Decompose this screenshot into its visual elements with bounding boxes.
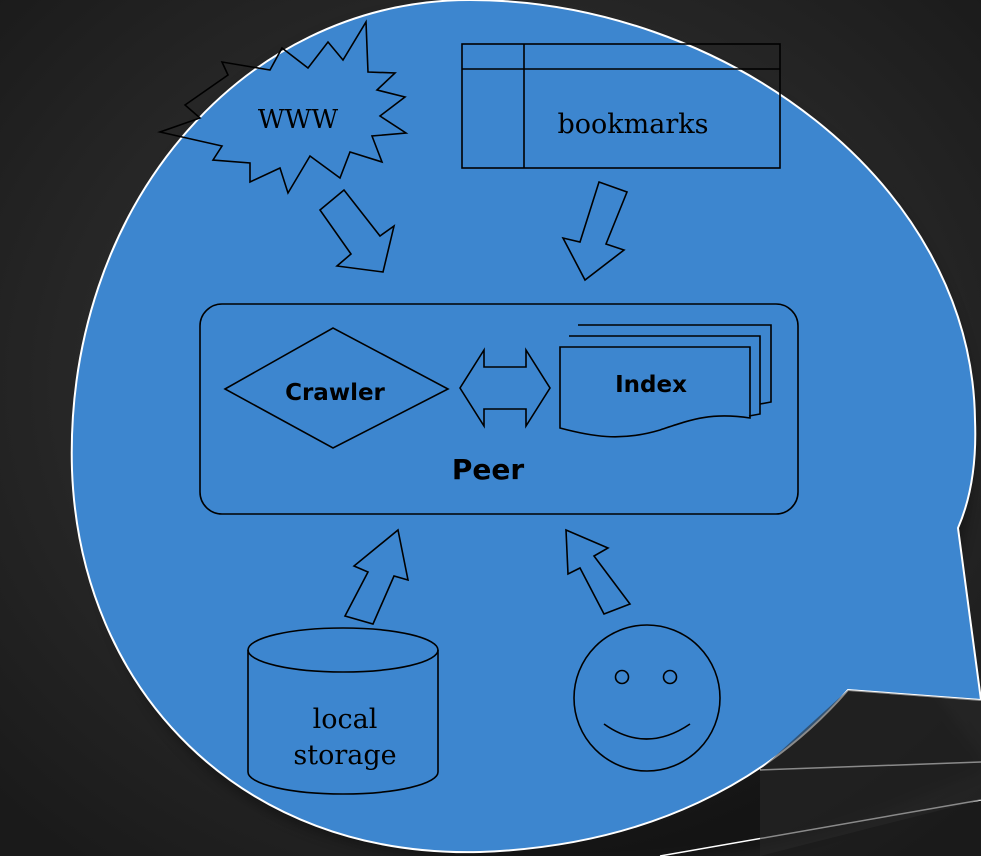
bubble-tail-fill bbox=[760, 690, 981, 856]
crawler-diamond bbox=[223, 327, 450, 449]
cylinder-body bbox=[247, 650, 439, 795]
bookmarks-table-outline bbox=[461, 43, 781, 169]
peer-label: Peer bbox=[452, 453, 525, 486]
bookmarks-node: bookmarks bbox=[461, 43, 781, 169]
index-doc-front bbox=[559, 346, 751, 438]
peer-box bbox=[199, 303, 799, 515]
arrow-storage-to-peer bbox=[343, 528, 410, 625]
smiley-mouth bbox=[603, 723, 691, 740]
local-storage-label-line2: storage bbox=[293, 740, 396, 771]
peer-node: Peer bbox=[199, 303, 799, 515]
index-doc-middle bbox=[569, 335, 761, 417]
smiley-face-icon bbox=[573, 624, 721, 772]
bookmarks-label: bookmarks bbox=[558, 109, 709, 140]
index-node: Index bbox=[559, 324, 772, 438]
cylinder-top bbox=[247, 627, 439, 673]
smiley-left-eye bbox=[614, 669, 630, 685]
www-label: WWW bbox=[258, 105, 338, 135]
user-node bbox=[573, 624, 721, 772]
crawler-node: Crawler bbox=[223, 327, 450, 449]
index-label: Index bbox=[615, 372, 687, 398]
arrow-user-to-peer bbox=[565, 528, 632, 616]
crawler-label: Crawler bbox=[285, 380, 385, 406]
arrow-crawler-index bbox=[459, 347, 551, 429]
index-doc-back bbox=[578, 324, 772, 405]
arrow-www-to-peer bbox=[318, 188, 396, 273]
smiley-right-eye bbox=[662, 669, 678, 685]
local-storage-node: local storage bbox=[247, 627, 439, 795]
www-node: WWW bbox=[157, 19, 409, 195]
arrow-bookmarks-to-peer bbox=[561, 180, 629, 282]
explosion-shape bbox=[157, 19, 409, 195]
local-storage-label-line1: local bbox=[313, 704, 378, 735]
